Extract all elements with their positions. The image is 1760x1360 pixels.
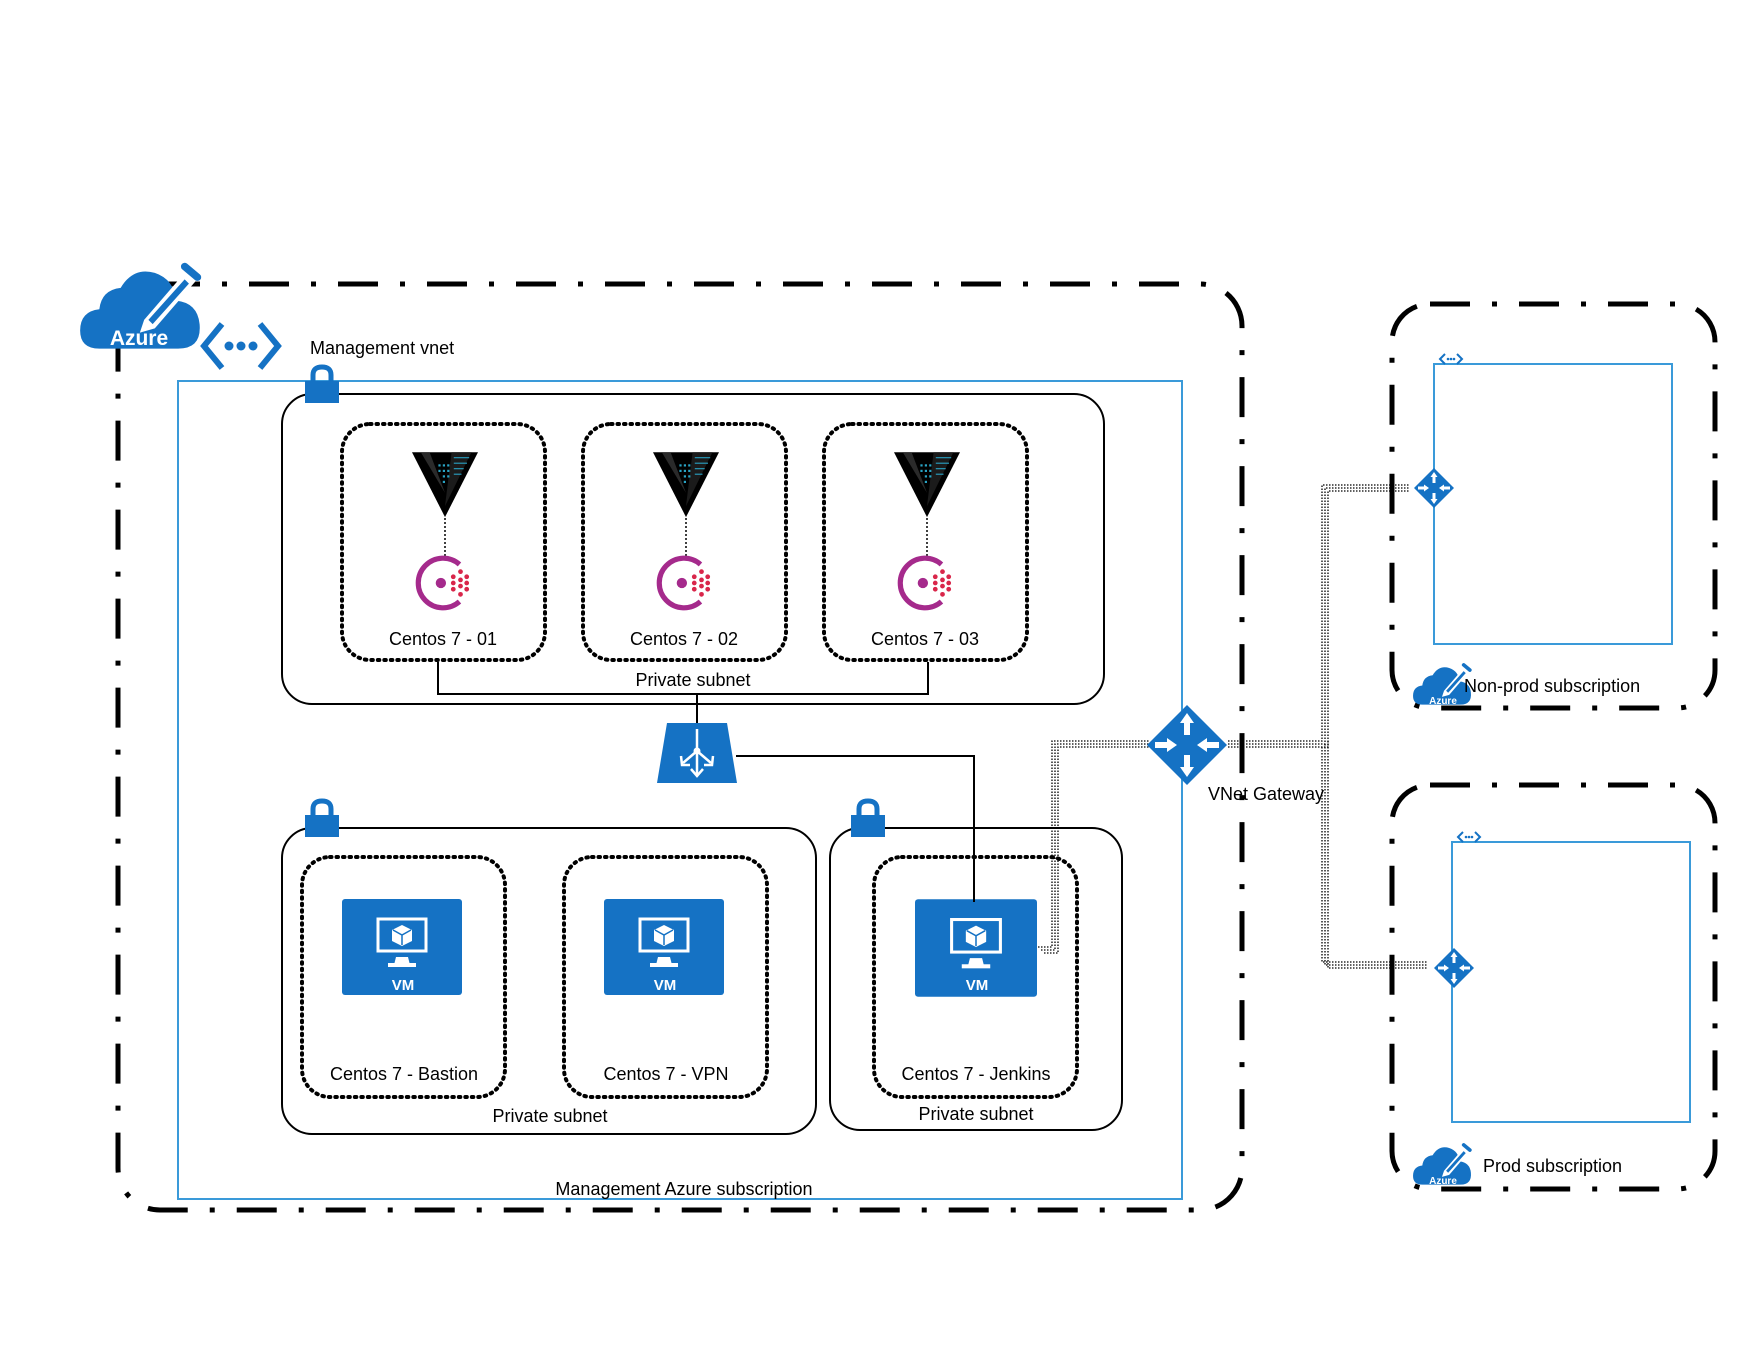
- prod-subscription-boundary: [1389, 782, 1718, 1192]
- cluster-node-1: Centos 7 - 01: [340, 422, 547, 662]
- node-label: Centos 7 - 03: [871, 629, 979, 649]
- vm-node-bastion: VM Centos 7 - Bastion: [300, 855, 507, 1099]
- lock-icon: [305, 801, 339, 837]
- bottom-right-subnet-label: Private subnet: [918, 1104, 1033, 1124]
- vault-icon: [653, 451, 719, 518]
- prod-vnet-boundary: [1451, 841, 1691, 1123]
- vm-badge: VM: [966, 977, 989, 994]
- vault-icon: [894, 451, 960, 518]
- vm-node-jenkins: VM Centos 7 - Jenkins: [872, 756, 1079, 1099]
- top-subnet-label: Private subnet: [635, 670, 750, 690]
- consul-icon: [659, 558, 710, 608]
- management-vnet-boundary: [177, 380, 1183, 1200]
- gateway-links: [1038, 484, 1428, 969]
- azure-cloud-edit-icon: Azure: [1412, 663, 1473, 707]
- bottom-left-private-subnet: [281, 827, 817, 1135]
- vnet-icon: [1456, 831, 1482, 843]
- node-label: Centos 7 - 02: [630, 629, 738, 649]
- bottom-left-subnet-label: Private subnet: [492, 1106, 607, 1126]
- vault-icon: [412, 451, 478, 518]
- consul-icon: [900, 558, 951, 608]
- management-subscription-label: Management Azure subscription: [555, 1179, 812, 1199]
- gateway-icon: [1147, 705, 1227, 785]
- vm-badge: VM: [392, 977, 415, 994]
- gateway-label: VNet Gateway: [1208, 784, 1324, 804]
- lock-icon: [851, 801, 885, 837]
- management-vnet-label: Management vnet: [310, 338, 454, 358]
- vm-label: Centos 7 - VPN: [603, 1064, 728, 1084]
- cluster-connector: [437, 662, 929, 695]
- vnet-icon: [200, 322, 282, 370]
- azure-logo-text: Azure: [1429, 1176, 1457, 1187]
- management-subscription-boundary: [115, 281, 1245, 1213]
- azure-cloud-edit-icon: Azure: [1412, 1143, 1473, 1187]
- gateway-icon: [1434, 948, 1474, 988]
- cluster-node-2: Centos 7 - 02: [581, 422, 788, 662]
- cluster-node-3: Centos 7 - 03: [822, 422, 1029, 662]
- nonprod-subscription-label: Non-prod subscription: [1464, 676, 1640, 696]
- vnet-icon: [1438, 353, 1464, 365]
- vm-node-vpn: VM Centos 7 - VPN: [562, 855, 769, 1099]
- vm-badge: VM: [654, 977, 677, 994]
- bottom-right-private-subnet: [829, 827, 1123, 1131]
- azure-logo-text: Azure: [1429, 696, 1457, 707]
- vm-label: Centos 7 - Jenkins: [901, 1064, 1050, 1084]
- vm-label: Centos 7 - Bastion: [330, 1064, 478, 1084]
- azure-logo-text: Azure: [110, 327, 168, 350]
- nonprod-subscription-boundary: [1389, 301, 1718, 711]
- lock-icon: [305, 367, 339, 403]
- top-private-subnet: [281, 393, 1105, 705]
- azure-cloud-edit-icon: Azure: [80, 267, 200, 350]
- prod-subscription-label: Prod subscription: [1483, 1156, 1622, 1176]
- nonprod-vnet-boundary: [1433, 363, 1673, 645]
- consul-icon: [418, 558, 469, 608]
- gateway-icon: [1414, 468, 1454, 508]
- node-label: Centos 7 - 01: [389, 629, 497, 649]
- load-balancer-icon: [656, 723, 738, 783]
